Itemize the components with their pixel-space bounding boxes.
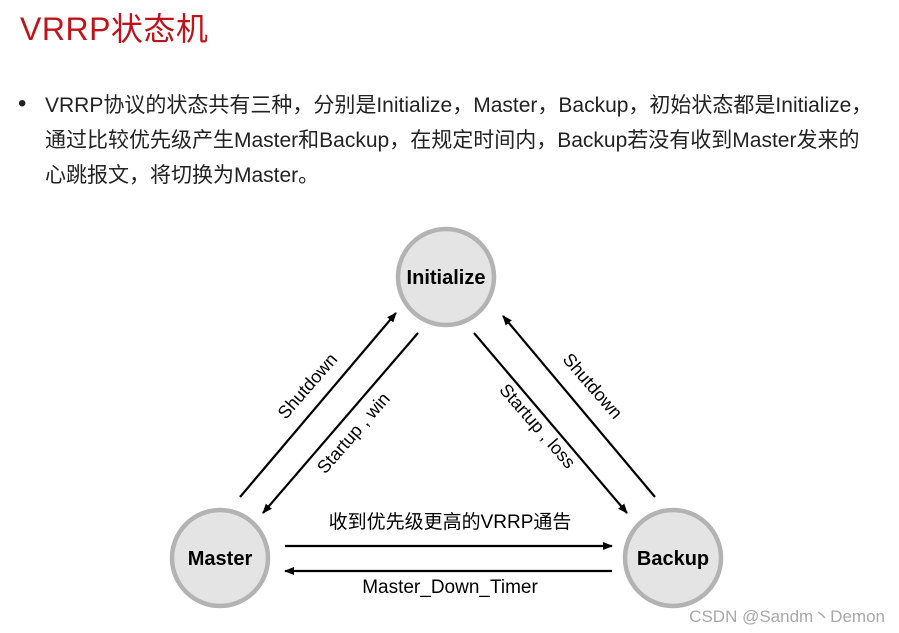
state-initialize-label: Initialize xyxy=(407,267,486,289)
description-bullet: • VRRP协议的状态共有三种，分别是Initialize，Master，Bac… xyxy=(18,88,880,193)
watermark: CSDN @Sandm丶Demon xyxy=(689,607,885,626)
arrow-initialize-to-master xyxy=(262,332,419,514)
arrow-master-to-initialize xyxy=(239,312,397,498)
state-master: Master xyxy=(169,507,271,609)
state-backup-label: Backup xyxy=(637,548,709,570)
state-backup: Backup xyxy=(622,507,724,609)
bullet-point-icon: • xyxy=(18,90,27,117)
arrow-backup-to-initialize xyxy=(502,315,656,498)
label-backup-to-master: Master_Down_Timer xyxy=(362,577,538,598)
label-backup-to-initialize: Shutdown xyxy=(559,349,627,423)
state-master-label: Master xyxy=(188,548,253,570)
arrow-initialize-to-backup xyxy=(473,332,628,514)
label-master-to-backup: 收到优先级更高的VRRP通告 xyxy=(329,511,572,533)
label-master-to-initialize: Shutdown xyxy=(274,349,342,423)
bullet-text: VRRP协议的状态共有三种，分别是Initialize，Master，Backu… xyxy=(45,94,873,187)
page-title: VRRP状态机 xyxy=(20,11,209,47)
state-initialize: Initialize xyxy=(395,226,497,328)
label-initialize-to-master: Startup , win xyxy=(313,389,394,478)
